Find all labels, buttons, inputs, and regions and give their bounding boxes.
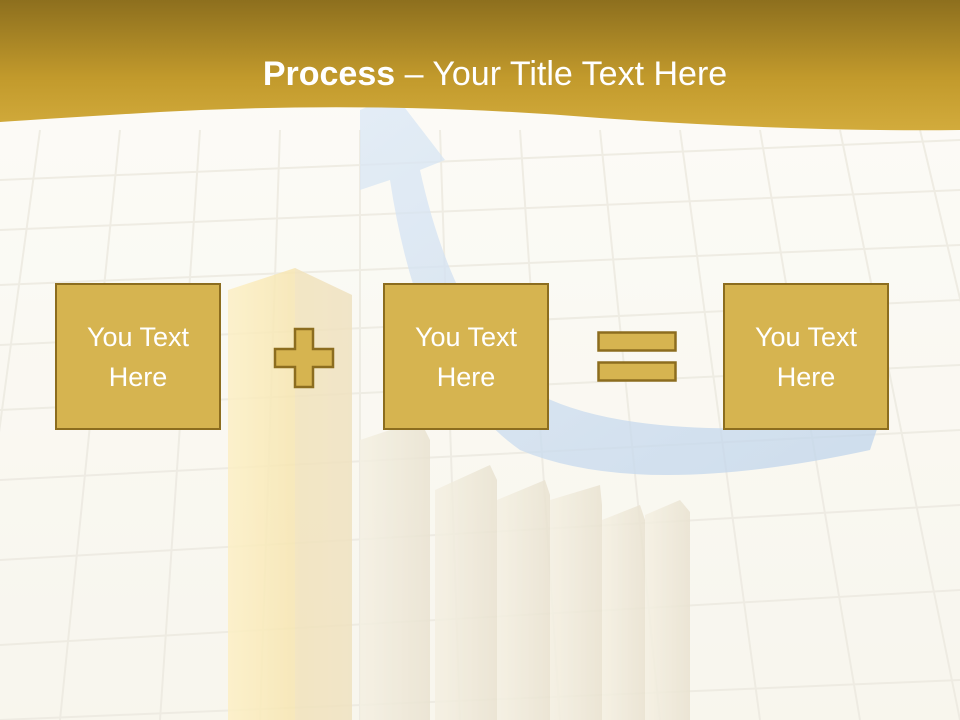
title-bold-part: Process: [262, 55, 396, 93]
process-box-1[interactable]: You Text Here: [55, 283, 221, 430]
plus-icon: [273, 327, 335, 389]
process-box-2-label: You Text Here: [414, 321, 518, 392]
slide-title[interactable]: Process – Your Title Text Here: [0, 52, 960, 96]
equals-icon: [597, 331, 677, 382]
header-band: [0, 0, 960, 131]
process-box-3[interactable]: You Text Here: [723, 283, 889, 430]
process-box-1-label: You Text Here: [86, 321, 190, 392]
process-box-3-label: You Text Here: [754, 321, 858, 392]
process-box-2[interactable]: You Text Here: [383, 283, 549, 430]
title-text-part: – Your Title Text Here: [395, 55, 728, 93]
